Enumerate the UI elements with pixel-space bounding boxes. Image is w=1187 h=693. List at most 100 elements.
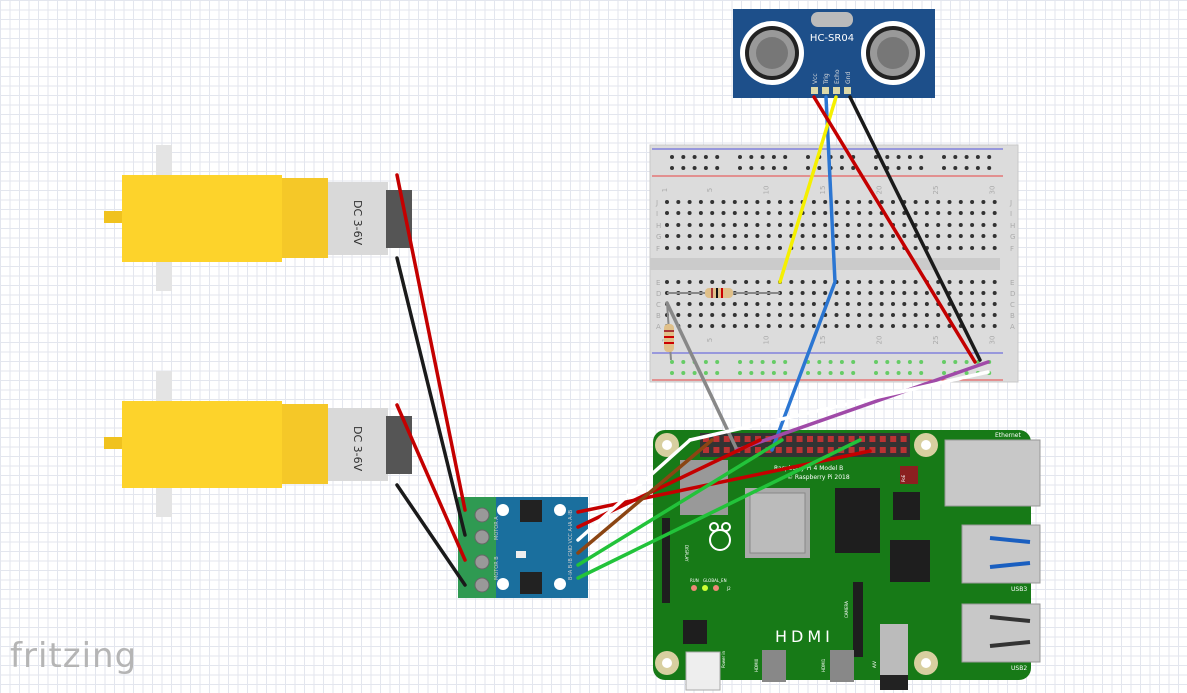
breadboard-hole[interactable] — [766, 211, 771, 215]
breadboard-rail-hole[interactable] — [703, 371, 708, 375]
breadboard-hole[interactable] — [981, 223, 986, 227]
breadboard-hole[interactable] — [936, 234, 941, 238]
breadboard-hole[interactable] — [947, 234, 952, 238]
breadboard-rail-hole[interactable] — [670, 360, 674, 364]
breadboard-hole[interactable] — [811, 313, 816, 317]
breadboard-rail-hole[interactable] — [715, 155, 720, 159]
breadboard-rail-hole[interactable] — [874, 155, 878, 159]
breadboard-rail-hole[interactable] — [919, 166, 924, 170]
breadboard-rail-hole[interactable] — [783, 166, 788, 170]
breadboard-rail-hole[interactable] — [964, 166, 969, 170]
breadboard-hole[interactable] — [913, 280, 918, 284]
gpio-pin[interactable] — [786, 436, 793, 442]
breadboard-hole[interactable] — [845, 200, 850, 204]
breadboard-hole[interactable] — [879, 200, 884, 204]
gpio-pin[interactable] — [703, 447, 709, 453]
breadboard-hole[interactable] — [857, 200, 862, 204]
breadboard-hole[interactable] — [755, 246, 760, 250]
breadboard-hole[interactable] — [891, 324, 895, 328]
breadboard-hole[interactable] — [992, 313, 997, 317]
breadboard-hole[interactable] — [676, 302, 681, 306]
breadboard-rail-hole[interactable] — [828, 371, 833, 375]
breadboard-rail-hole[interactable] — [738, 155, 742, 159]
breadboard-hole[interactable] — [665, 246, 669, 250]
breadboard-rail-hole[interactable] — [907, 166, 912, 170]
breadboard-rail-hole[interactable] — [806, 166, 810, 170]
breadboard-hole[interactable] — [924, 291, 929, 295]
breadboard-rail-hole[interactable] — [760, 155, 765, 159]
breadboard-rail-hole[interactable] — [806, 155, 810, 159]
breadboard-hole[interactable] — [721, 302, 726, 306]
gpio-pin[interactable] — [807, 436, 813, 442]
breadboard-hole[interactable] — [992, 211, 997, 215]
breadboard-hole[interactable] — [710, 302, 715, 306]
breadboard-hole[interactable] — [981, 302, 986, 306]
breadboard-hole[interactable] — [732, 324, 737, 328]
breadboard-hole[interactable] — [891, 280, 895, 284]
breadboard-rail-hole[interactable] — [964, 155, 969, 159]
breadboard-rail-hole[interactable] — [817, 166, 822, 170]
wire-motor2-black[interactable] — [395, 483, 467, 587]
breadboard-hole[interactable] — [981, 246, 986, 250]
breadboard-rail-hole[interactable] — [942, 371, 946, 375]
breadboard-hole[interactable] — [823, 324, 828, 328]
gpio-pin[interactable] — [755, 436, 761, 442]
breadboard-hole[interactable] — [744, 200, 749, 204]
wire-gnd-black[interactable] — [848, 95, 982, 362]
ultrasonic-sensor[interactable]: HC-SR04 Vcc Trig Echo Gnd — [733, 9, 935, 98]
gpio-pin[interactable] — [744, 447, 751, 453]
breadboard-hole[interactable] — [789, 223, 794, 227]
breadboard-rail-hole[interactable] — [760, 360, 765, 364]
breadboard-rail-hole[interactable] — [896, 155, 901, 159]
breadboard-hole[interactable] — [766, 324, 771, 328]
breadboard-rail-hole[interactable] — [885, 155, 890, 159]
breadboard-hole[interactable] — [698, 324, 703, 328]
breadboard-hole[interactable] — [879, 291, 884, 295]
breadboard-rail-hole[interactable] — [839, 371, 844, 375]
breadboard-rail-hole[interactable] — [839, 166, 844, 170]
breadboard-hole[interactable] — [868, 313, 873, 317]
breadboard-hole[interactable] — [676, 223, 681, 227]
breadboard-rail-hole[interactable] — [692, 155, 697, 159]
breadboard-hole[interactable] — [676, 200, 681, 204]
breadboard-hole[interactable] — [947, 200, 952, 204]
breadboard-hole[interactable] — [811, 200, 816, 204]
breadboard-hole[interactable] — [936, 223, 941, 227]
breadboard-rail-hole[interactable] — [749, 166, 754, 170]
breadboard-hole[interactable] — [676, 313, 681, 317]
breadboard-rail-hole[interactable] — [953, 360, 958, 364]
breadboard-hole[interactable] — [913, 246, 918, 250]
breadboard-hole[interactable] — [755, 223, 760, 227]
wire-motor2-red[interactable] — [395, 403, 467, 562]
breadboard-hole[interactable] — [902, 324, 907, 328]
breadboard-rail-hole[interactable] — [749, 360, 754, 364]
breadboard-hole[interactable] — [879, 246, 884, 250]
breadboard-hole[interactable] — [992, 200, 997, 204]
breadboard-hole[interactable] — [811, 280, 816, 284]
breadboard-hole[interactable] — [958, 223, 963, 227]
breadboard-hole[interactable] — [958, 211, 963, 215]
breadboard-rail-hole[interactable] — [783, 155, 788, 159]
breadboard-rail-hole[interactable] — [703, 360, 708, 364]
breadboard-rail-hole[interactable] — [896, 360, 901, 364]
gpio-pin[interactable] — [723, 447, 730, 453]
breadboard-hole[interactable] — [710, 246, 715, 250]
breadboard-hole[interactable] — [902, 234, 907, 238]
breadboard-rail-hole[interactable] — [738, 166, 742, 170]
breadboard-hole[interactable] — [845, 324, 850, 328]
breadboard-hole[interactable] — [698, 223, 703, 227]
gpio-pin[interactable] — [890, 436, 897, 442]
gpio-pin[interactable] — [713, 447, 720, 453]
breadboard-hole[interactable] — [902, 313, 907, 317]
gpio-pin[interactable] — [703, 436, 709, 442]
breadboard-hole[interactable] — [958, 234, 963, 238]
breadboard-hole[interactable] — [981, 313, 986, 317]
breadboard-hole[interactable] — [665, 280, 669, 284]
breadboard-hole[interactable] — [891, 234, 895, 238]
breadboard-hole[interactable] — [698, 280, 703, 284]
breadboard-hole[interactable] — [755, 280, 760, 284]
breadboard-hole[interactable] — [834, 302, 839, 306]
breadboard-hole[interactable] — [970, 291, 975, 295]
gpio-pin[interactable] — [786, 447, 793, 453]
gpio-pin[interactable] — [734, 436, 741, 442]
